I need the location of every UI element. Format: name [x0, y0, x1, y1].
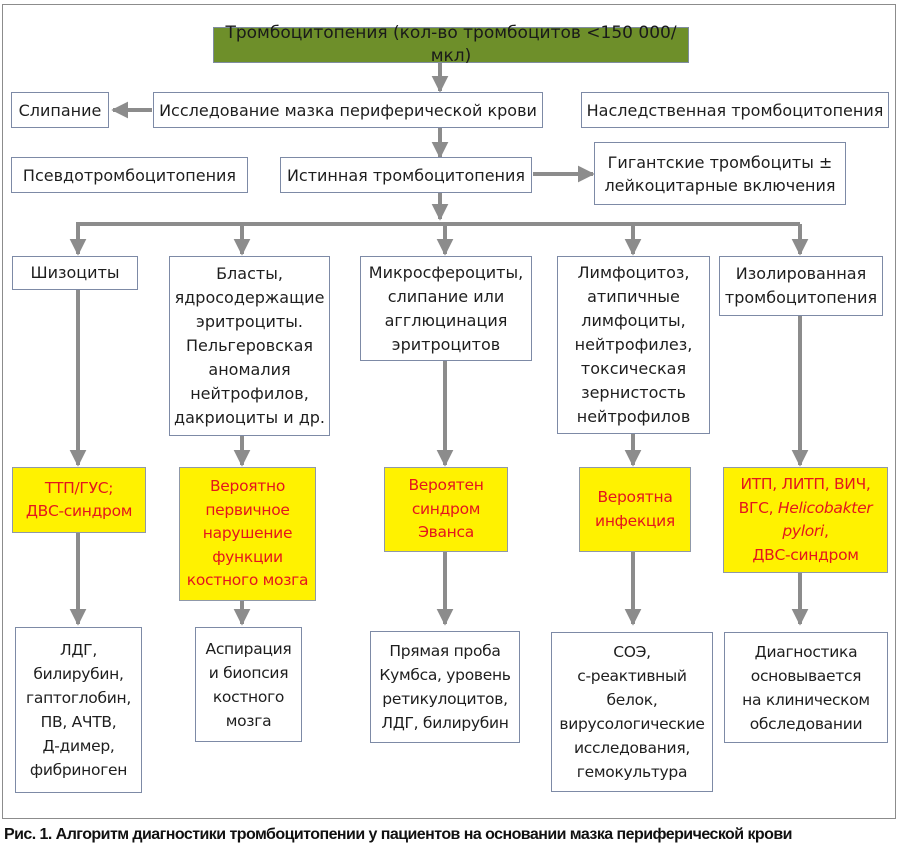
diagnosis-evans: Вероятен синдром Эванса: [384, 467, 508, 552]
diagnosis-label: Вероятен синдром Эванса: [408, 476, 484, 542]
diagnosis-line: ВГС,: [738, 498, 778, 517]
tests-label: Диагностика основывается на клиническом …: [742, 642, 870, 733]
finding-label: Микросфероциты, слипание или агглюцинаци…: [368, 262, 524, 354]
finding-isolated: Изолированная тромбоцитопения: [719, 256, 883, 316]
tests-itp: Диагностика основывается на клиническом …: [724, 632, 888, 743]
diagnosis-line: , ДВС-синдром: [752, 522, 859, 564]
diagnosis-label: ТТП/ГУС; ДВС-синдром: [25, 478, 133, 521]
tests-label: Прямая проба Кумбса, уровень ретикулоцит…: [379, 642, 511, 732]
pseudo-label: Псевдотромбоцитопения: [22, 165, 237, 185]
diagnosis-line: ИТП, ЛИТП, ВИЧ,: [740, 475, 871, 493]
diagnosis-ttp: ТТП/ГУС; ДВС-синдром: [12, 467, 146, 533]
clumping-node: Слипание: [11, 92, 109, 128]
diagnosis-label: ИТП, ЛИТП, ВИЧ, ВГС, Helicobakter pylori…: [739, 473, 873, 567]
giant-label: Гигантские тромбоциты ± лейкоцитарные вк…: [604, 152, 836, 195]
diagnosis-infection: Вероятна инфекция: [579, 467, 691, 552]
hereditary-label: Наследственная тромбоцитопения: [586, 100, 884, 120]
finding-label: Бласты, ядросодержащие эритроциты. Пельг…: [174, 264, 325, 427]
finding-label: Шизоциты: [30, 263, 120, 282]
tests-label: Аспирация и биопсия костного мозга: [205, 639, 292, 730]
root-node: Тромбоцитопения (кол-во тромбоцитов <150…: [213, 23, 689, 66]
true-label: Истинная тромбоцитопения: [286, 165, 526, 185]
diagnosis-marrow: Вероятно первичное нарушение функции кос…: [179, 467, 316, 601]
giant-node: Гигантские тромбоциты ± лейкоцитарные вк…: [594, 142, 846, 205]
pathogen-name: Helicobakter pylori: [777, 498, 873, 541]
smear-label: Исследование мазка периферической крови: [159, 100, 537, 120]
tests-infection: СОЭ, с-реактивный белок, вирусологически…: [551, 632, 713, 792]
finding-schistocytes: Шизоциты: [12, 256, 138, 290]
finding-label: Изолированная тромбоцитопения: [724, 264, 878, 307]
finding-blasts: Бласты, ядросодержащие эритроциты. Пельг…: [169, 256, 330, 436]
diagnosis-label: Вероятна инфекция: [595, 488, 675, 530]
finding-label: Лимфоцитоз, атипичные лимфоциты, нейтроф…: [574, 263, 693, 426]
pseudo-node: Псевдотромбоцитопения: [11, 157, 248, 193]
diagnosis-label: Вероятно первичное нарушение функции кос…: [186, 477, 309, 590]
tests-label: СОЭ, с-реактивный белок, вирусологически…: [559, 643, 705, 781]
smear-node: Исследование мазка периферической крови: [153, 92, 543, 128]
figure-caption: Рис. 1. Алгоритм диагностики тромбоцитоп…: [4, 826, 793, 843]
diagnosis-itp: ИТП, ЛИТП, ВИЧ, ВГС, Helicobakter pylori…: [723, 467, 888, 573]
finding-microspherocytes: Микросфероциты, слипание или агглюцинаци…: [360, 256, 532, 361]
finding-lymphocytosis: Лимфоцитоз, атипичные лимфоциты, нейтроф…: [557, 256, 710, 434]
true-node: Истинная тромбоцитопения: [280, 157, 532, 193]
clumping-label: Слипание: [18, 100, 102, 120]
tests-evans: Прямая проба Кумбса, уровень ретикулоцит…: [370, 631, 520, 743]
root-label: Тромбоцитопения (кол-во тромбоцитов <150…: [225, 23, 677, 66]
tests-ttp: ЛДГ, билирубин, гаптоглобин, ПВ, АЧТВ, Д…: [15, 627, 142, 793]
hereditary-node: Наследственная тромбоцитопения: [581, 92, 889, 128]
tests-marrow: Аспирация и биопсия костного мозга: [195, 627, 302, 742]
diagram-frame: [2, 4, 896, 819]
tests-label: ЛДГ, билирубин, гаптоглобин, ПВ, АЧТВ, Д…: [26, 641, 131, 779]
